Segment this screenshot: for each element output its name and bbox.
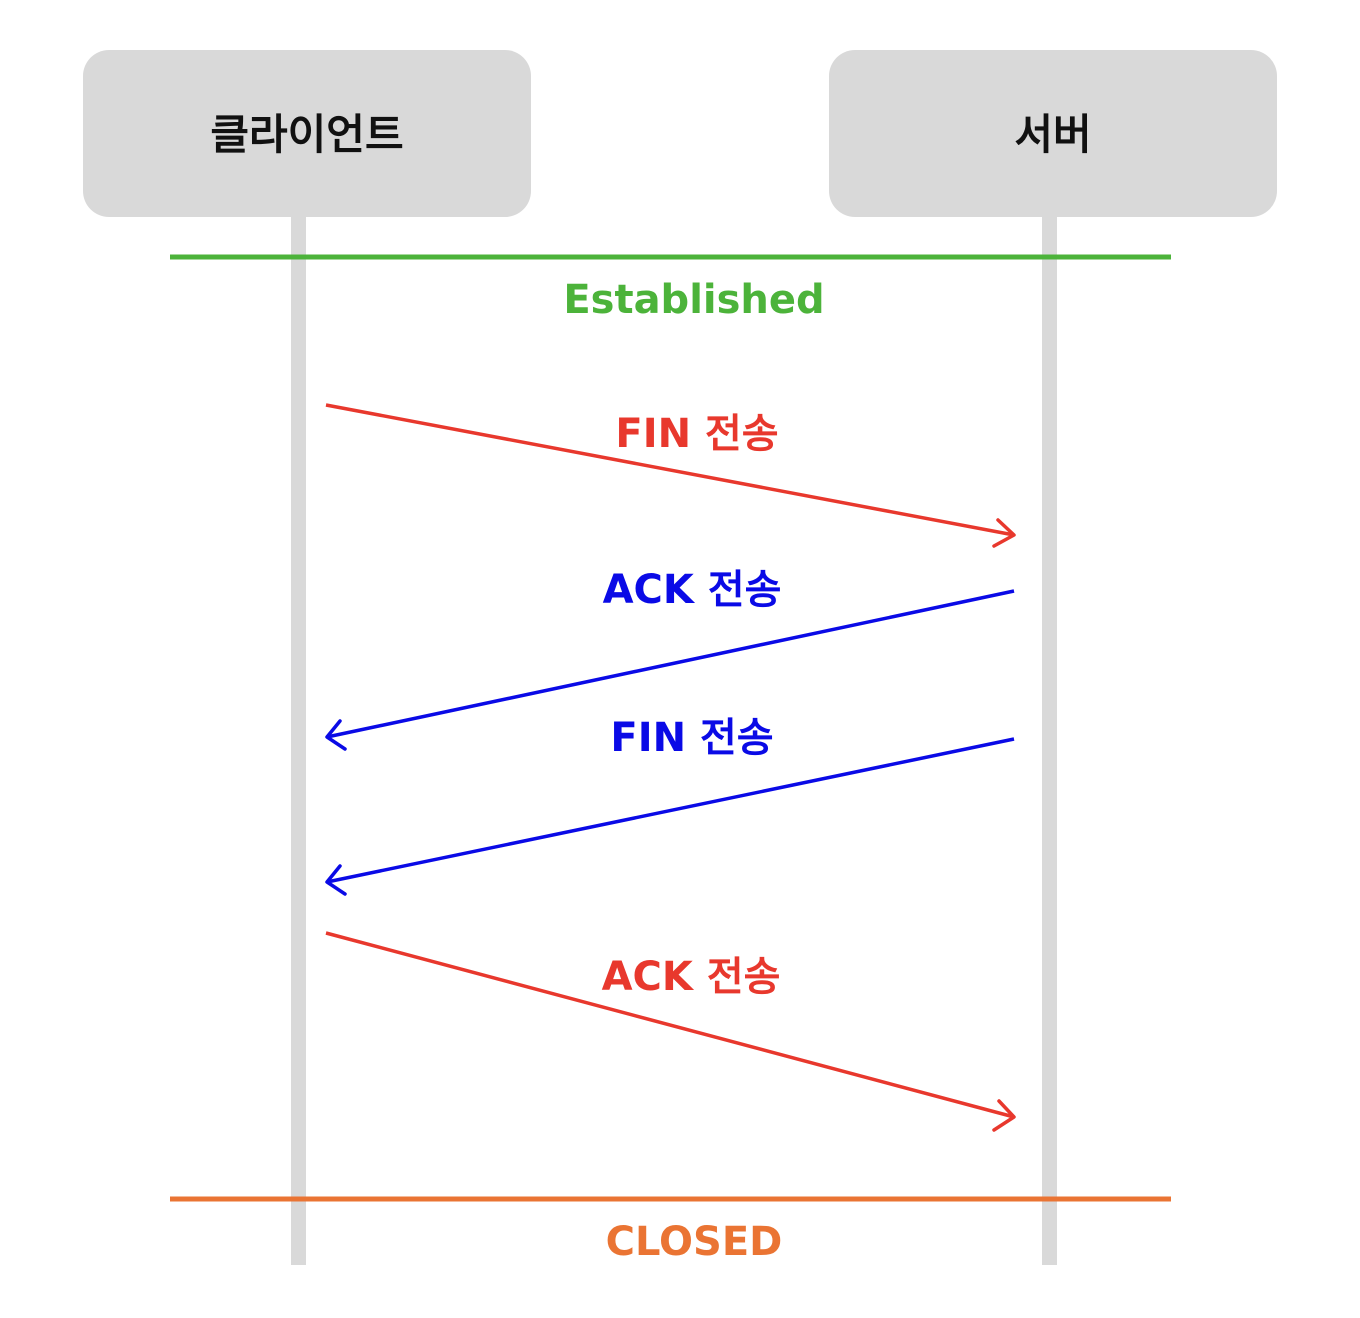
server-lifeline <box>1042 217 1057 1265</box>
message-label-fin-client: FIN 전송 <box>615 411 778 457</box>
server-actor-box: 서버 <box>829 50 1277 217</box>
client-lifeline <box>291 217 306 1265</box>
closed-label: CLOSED <box>606 1219 783 1265</box>
message-label-ack-server: ACK 전송 <box>603 567 782 613</box>
message-arrow-fin-client-to-server <box>325 403 1016 548</box>
client-actor-label: 클라이언트 <box>210 110 404 159</box>
message-arrow-ack-client-to-server <box>325 931 1016 1132</box>
message-label-ack-client: ACK 전송 <box>602 954 781 1000</box>
message-label-fin-server: FIN 전송 <box>610 715 773 761</box>
established-label: Established <box>563 277 824 323</box>
client-actor-box: 클라이언트 <box>83 50 531 217</box>
server-actor-label: 서버 <box>1014 110 1092 159</box>
message-arrow-ack-server-to-client <box>325 589 1015 751</box>
message-arrow-fin-server-to-client <box>325 737 1015 896</box>
